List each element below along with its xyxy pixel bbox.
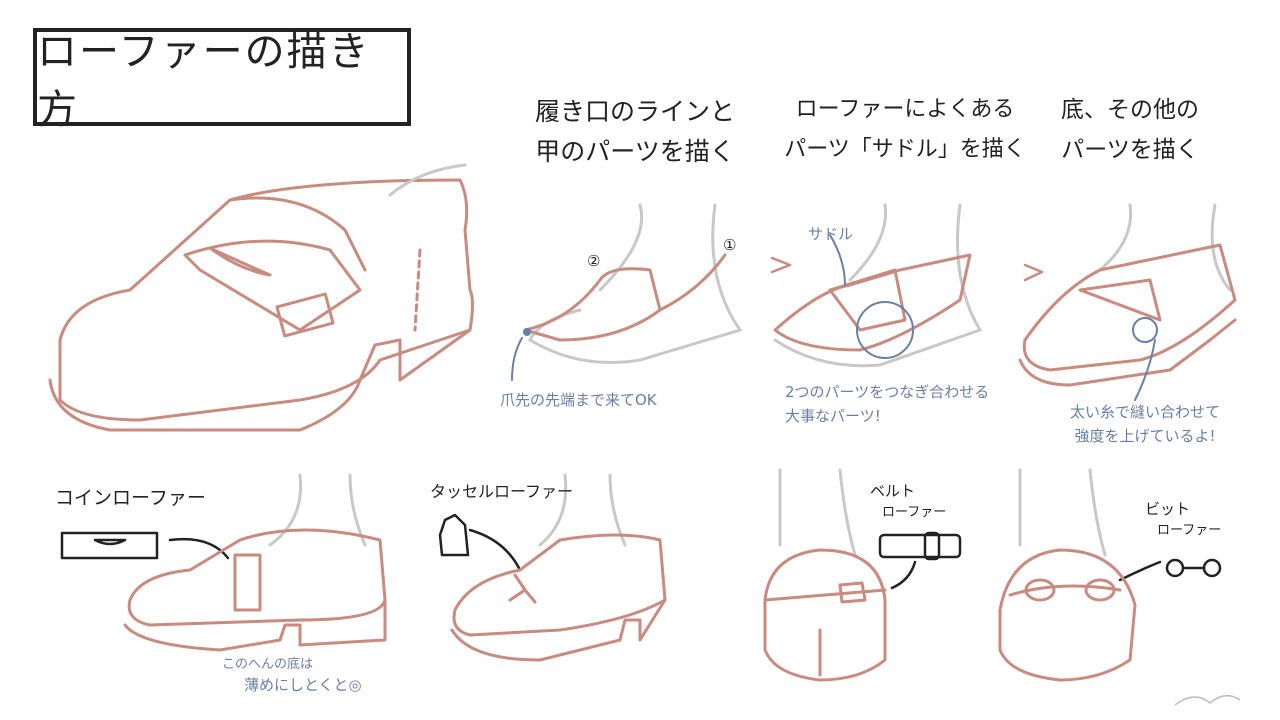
step-3-heading: 底、その他の パーツを描く [1030,90,1230,170]
step-2-line-2: パーツ「サドル」を描く [784,137,1026,162]
coin-loafer-drawing [60,473,387,652]
tassel-loafer-label: タッセルローファー [430,482,574,501]
bit-loafer-label: ビット ローファー [1145,498,1221,538]
saddle-label: サドル [808,225,854,243]
step-3-drawing [1018,203,1237,401]
page-title-text: ローファーの描き方 [37,29,371,133]
stitch-note-line-1: 太い糸で縫い合わせて [1070,403,1221,421]
bit-loafer-label-1: ビット [1145,500,1191,518]
step-3-line-1: 底、その他の [1061,97,1199,123]
step-2-drawing [770,203,983,368]
main-loafer-drawing [48,163,474,432]
step-2-line-1: ローファーによくある [795,97,1015,122]
toe-note: 爪先の先端まで来てOK [500,391,657,409]
step-1-heading: 履き口のラインと 甲のパーツを描く [520,92,750,172]
marker-1: ① [723,236,737,254]
saddle-note: 2つのパーツをつなぎ合わせる 大事なパーツ! [785,380,989,428]
sole-note: このへんの底は 薄めにしとくと◎ [222,655,362,695]
step-1-drawing [511,203,743,381]
stitch-note: 太い糸で縫い合わせて 強度を上げているよ! [1070,400,1220,448]
bit-loafer-drawing [998,468,1222,682]
belt-loafer-label-1: ベルト [870,482,916,500]
belt-loafer-drawing [763,468,962,682]
step-3-line-2: パーツを描く [1061,137,1199,163]
saddle-note-line-1: 2つのパーツをつなぎ合わせる [785,383,990,401]
page-title: ローファーの描き方 [33,28,411,133]
saddle-note-line-2: 大事なパーツ! [785,407,881,425]
marker-2: ② [587,252,601,270]
bit-loafer-label-2: ローファー [1157,523,1222,538]
step-2-heading: ローファーによくある パーツ「サドル」を描く [780,90,1030,170]
belt-loafer-label-2: ローファー [882,505,947,520]
stitch-note-line-2: 強度を上げているよ! [1074,427,1216,445]
sole-note-line-2: 薄めにしとくと◎ [244,676,362,694]
coin-loafer-label: コインローファー [55,487,206,509]
sole-note-line-1: このへんの底は [222,657,314,672]
step-1-line-1: 履き口のラインと [534,97,735,126]
step-1-line-2: 甲のパーツを描く [535,137,735,166]
signature-scribble [1174,694,1241,706]
tassel-loafer-drawing [438,473,667,662]
belt-loafer-label: ベルト ローファー [870,480,946,520]
